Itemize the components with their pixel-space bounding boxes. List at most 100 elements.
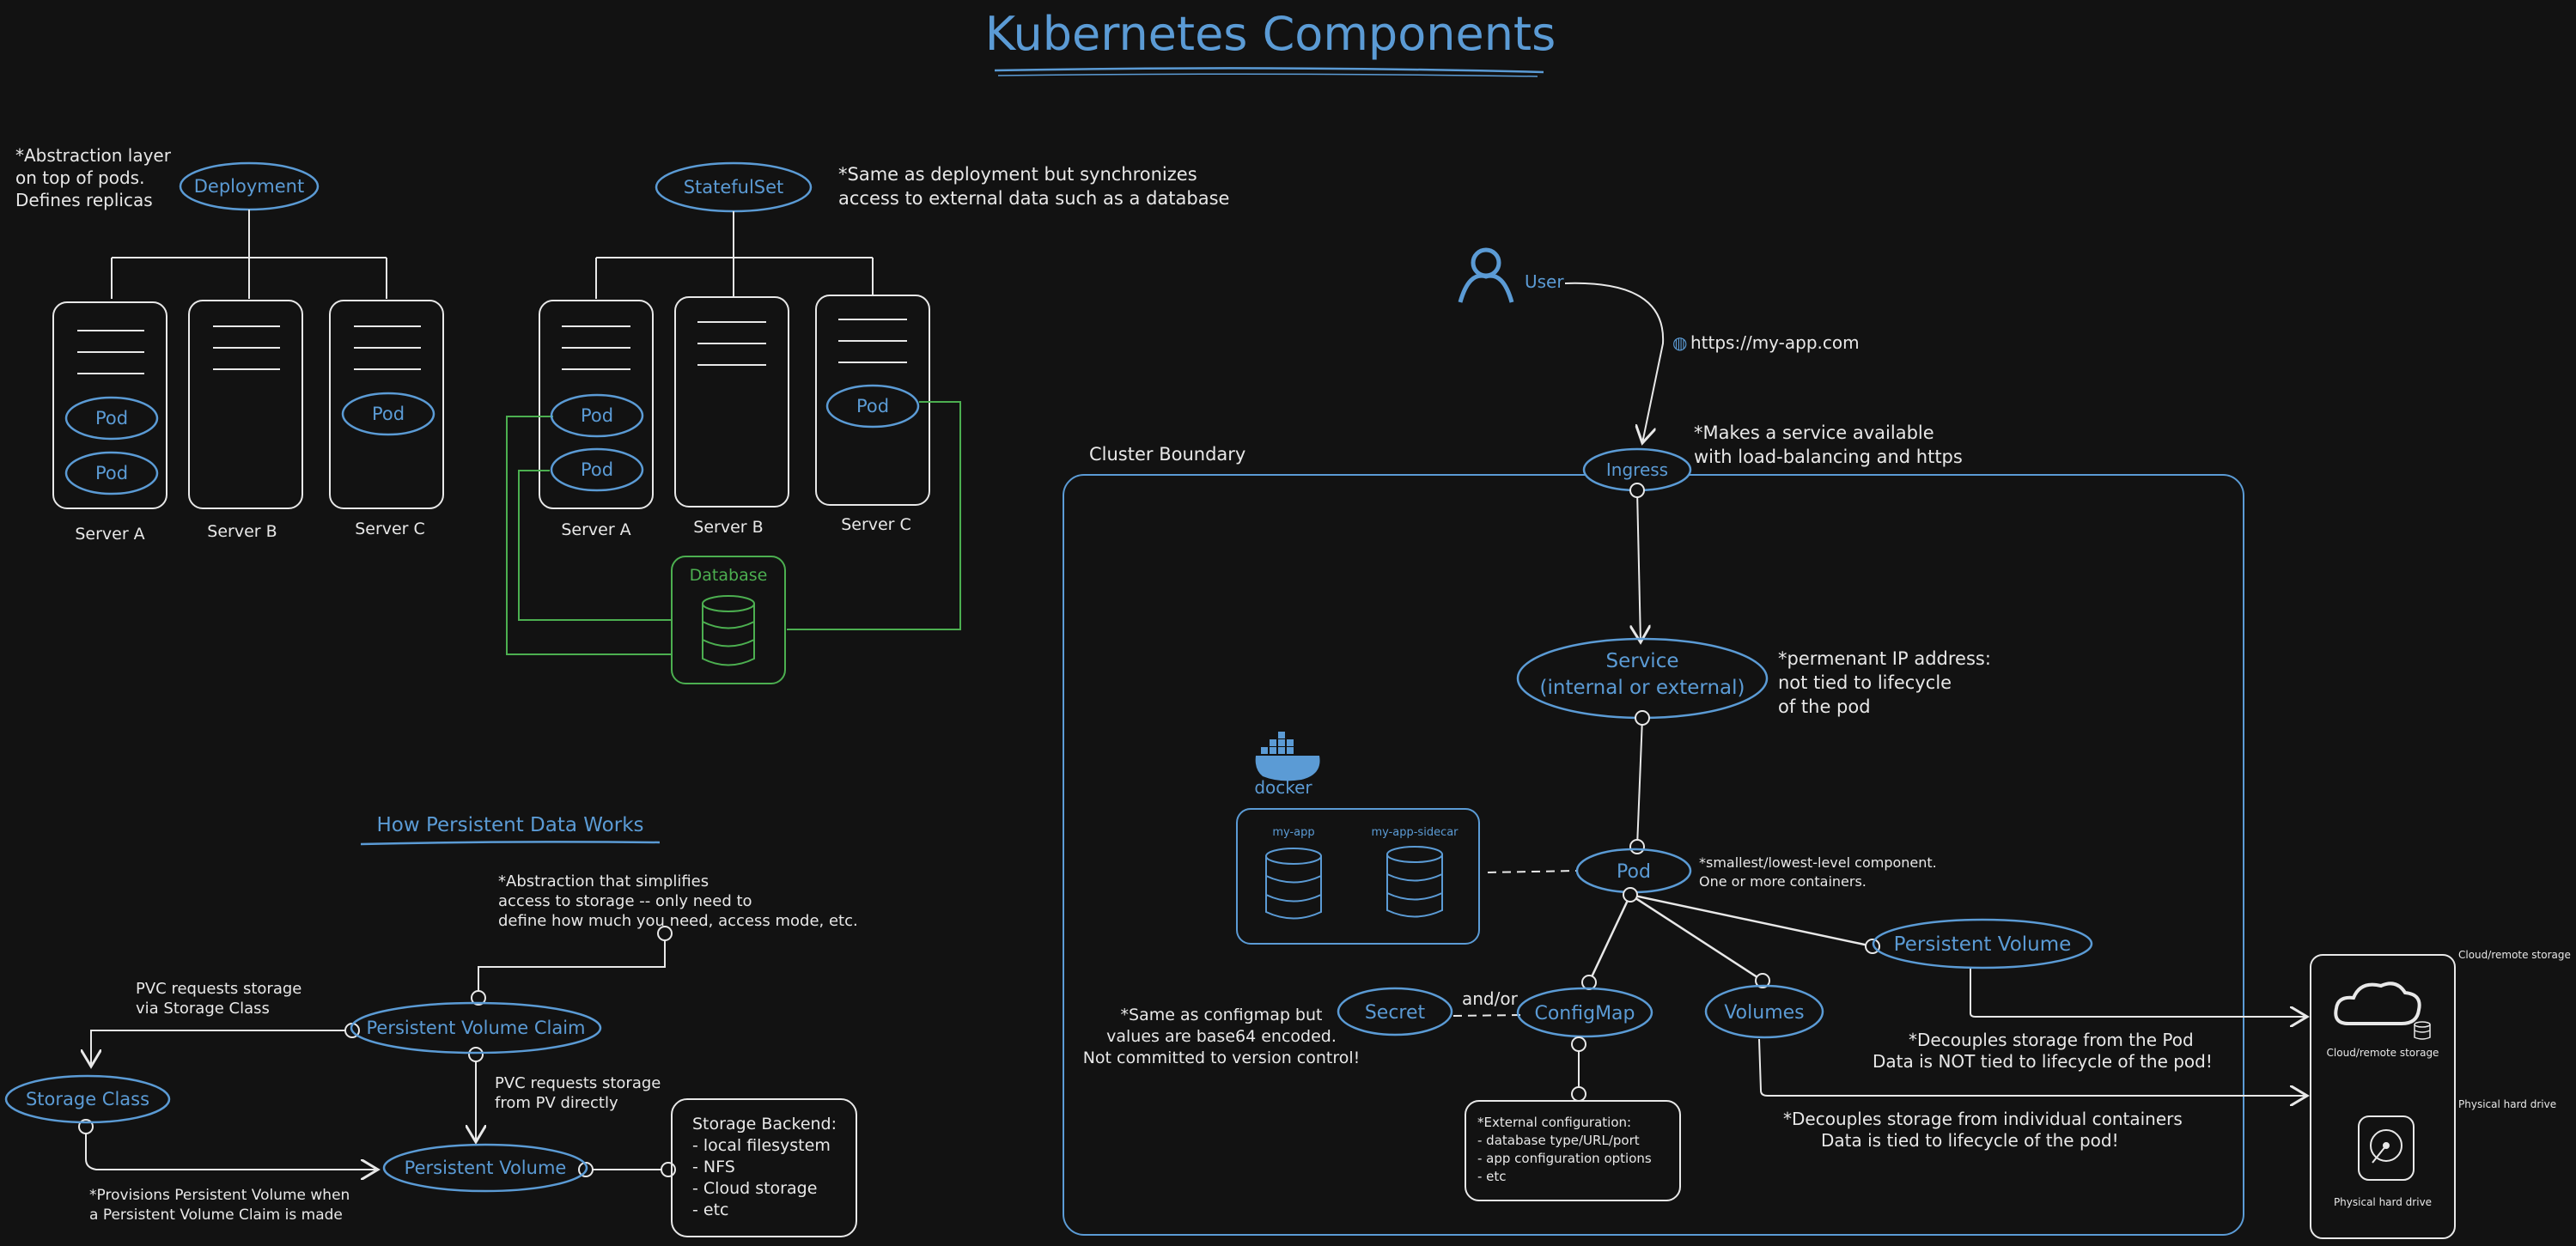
disk-caption-inner: Physical hard drive: [2334, 1196, 2432, 1208]
pvc-sc-note-2: via Storage Class: [136, 1000, 270, 1018]
storage-backend-item: - Cloud storage: [692, 1179, 817, 1198]
persistent-connector-dots: [78, 926, 676, 1177]
storage-class-label: Storage Class: [26, 1089, 149, 1109]
configmap-note-box: [1465, 1100, 1681, 1201]
service-label-1: Service: [1605, 650, 1678, 672]
storage-backend-item: - local filesystem: [692, 1136, 831, 1155]
statefulset-pod-a2: [550, 447, 644, 492]
pod-containers-link: [1487, 870, 1578, 873]
deployment-connector: [111, 210, 387, 299]
pv-node: [382, 1143, 588, 1193]
pvc-node: [350, 1001, 602, 1055]
service-note-2: not tied to lifecycle: [1778, 672, 1952, 693]
deployment-server-c-label: Server C: [355, 520, 425, 538]
secret-label: Secret: [1365, 1002, 1426, 1024]
deployment-pod-a1: [64, 396, 159, 441]
database-icon: [702, 595, 755, 666]
configmap-label: ConfigMap: [1534, 1003, 1635, 1024]
deployment-note-3: Defines replicas: [15, 190, 153, 210]
cluster-pv-label: Persistent Volume: [1894, 933, 2072, 956]
pv-label: Persistent Volume: [405, 1158, 567, 1178]
deployment-server-b: [188, 300, 303, 509]
pvc-pv-note-2: from PV directly: [495, 1094, 618, 1112]
sc-note-1: *Provisions Persistent Volume when: [89, 1187, 350, 1204]
deployment-pod-a2: [64, 451, 159, 495]
service-pod-link: [1636, 717, 1643, 848]
pod-note-2: One or more containers.: [1699, 873, 1867, 890]
statefulset-pod-a1-label: Pod: [581, 405, 613, 426]
volumes-disk-link: [1758, 1038, 2307, 1096]
configmap-note-2: - database type/URL/port: [1477, 1133, 1640, 1148]
volumes-note-1: *Decouples storage from individual conta…: [1783, 1109, 2183, 1129]
service-note-1: *permenant IP address:: [1778, 648, 1991, 669]
ingress-note-2: with load-balancing and https: [1694, 447, 1963, 467]
cloud-caption-inner: Cloud/remote storage: [2327, 1047, 2439, 1059]
deployment-note-2: on top of pods.: [15, 167, 144, 188]
deployment-group: *Abstraction layer on top of pods. Defin…: [15, 145, 444, 544]
hard-drive-icon: [2358, 1115, 2415, 1181]
statefulset-pod-a2-label: Pod: [581, 459, 613, 480]
deployment-pod-a2-label: Pod: [95, 463, 128, 483]
user-ingress-arrow: [1564, 282, 1665, 443]
configmap-note-4: - etc: [1477, 1169, 1507, 1184]
volumes-node: [1704, 984, 1824, 1039]
storage-class-node: [4, 1074, 171, 1124]
statefulset-note-1: *Same as deployment but synchronizes: [838, 164, 1197, 185]
user-icon: [1458, 247, 1514, 303]
ingress-service-arrow: [1637, 489, 1641, 642]
docker-label: docker: [1254, 777, 1312, 798]
container-cylinders: [1265, 846, 1443, 920]
deployment-server-c: [329, 300, 444, 509]
pvc-label: Persistent Volume Claim: [367, 1018, 586, 1038]
pod-label: Pod: [1617, 861, 1651, 883]
pod-note-1: *smallest/lowest-level component.: [1699, 854, 1937, 871]
pv-note-2: Data is NOT tied to lifecycle of the pod…: [1873, 1051, 2213, 1072]
storage-backend-box: [671, 1098, 857, 1237]
pv-note-1: *Decouples storage from the Pod: [1909, 1030, 2194, 1050]
cloud-caption-outer: Cloud/remote storage: [2458, 949, 2571, 961]
secret-note-1: *Same as configmap but: [1121, 1006, 1323, 1024]
url-label: https://my-app.com: [1690, 332, 1860, 353]
configmap-note-1: *External configuration:: [1477, 1115, 1631, 1130]
storage-panel-box: [2310, 954, 2456, 1239]
statefulset-pod-c1-label: Pod: [856, 396, 889, 416]
cluster-boundary-label: Cluster Boundary: [1089, 444, 1245, 465]
deployment-label: Deployment: [194, 176, 304, 197]
configmap-node: [1516, 987, 1653, 1038]
persistent-heading-underline: [360, 841, 661, 846]
deployment-pod-c1-label: Pod: [372, 404, 405, 424]
deployment-server-a: [52, 301, 167, 509]
containers-box: [1236, 808, 1480, 945]
storage-panel: Cloud/remote storage Cloud/remote storag…: [2310, 949, 2571, 1239]
ingress-note-1: *Makes a service available: [1694, 422, 1934, 443]
persistent-connectors: [86, 934, 668, 1170]
statefulset-server-a: [539, 300, 654, 509]
volumes-label: Volumes: [1724, 1002, 1804, 1024]
storage-backend-item: - NFS: [692, 1158, 735, 1176]
docker-logo: docker: [1254, 732, 1320, 798]
pod-fanout-links: [1587, 893, 1873, 983]
deployment-server-b-label: Server B: [207, 522, 277, 541]
title-block: Kubernetes Components: [985, 7, 1556, 77]
globe-icon: ◍: [1672, 332, 1687, 353]
cluster-pv-node: [1872, 918, 2093, 969]
statefulset-server-c-label: Server C: [841, 515, 911, 534]
storage-backend-item: - etc: [692, 1200, 728, 1219]
cluster-group: User ◍ https://my-app.com Cluster Bounda…: [1063, 247, 2307, 1236]
statefulset-server-a-label: Server A: [561, 520, 630, 539]
service-note-3: of the pod: [1778, 696, 1871, 717]
persistent-data-group: How Persistent Data Works *Abstraction t…: [4, 814, 858, 1237]
statefulset-note-2: access to external data such as a databa…: [838, 188, 1229, 209]
cloud-icon: [2334, 982, 2431, 1040]
deployment-note-1: *Abstraction layer: [15, 145, 172, 166]
statefulset-pod-c1: [825, 384, 920, 429]
statefulset-server-b-label: Server B: [693, 518, 763, 537]
service-label-2: (internal or external): [1540, 677, 1745, 699]
statefulset-connector: [595, 211, 874, 299]
statefulset-server-b: [674, 296, 789, 508]
volumes-note-2: Data is tied to lifecycle of the pod!: [1821, 1130, 2119, 1151]
statefulset-server-c: [815, 295, 930, 506]
secret-configmap-link: [1452, 1014, 1521, 1017]
deployment-pod-c1: [341, 392, 435, 436]
secret-note-2: values are base64 encoded.: [1106, 1027, 1337, 1046]
